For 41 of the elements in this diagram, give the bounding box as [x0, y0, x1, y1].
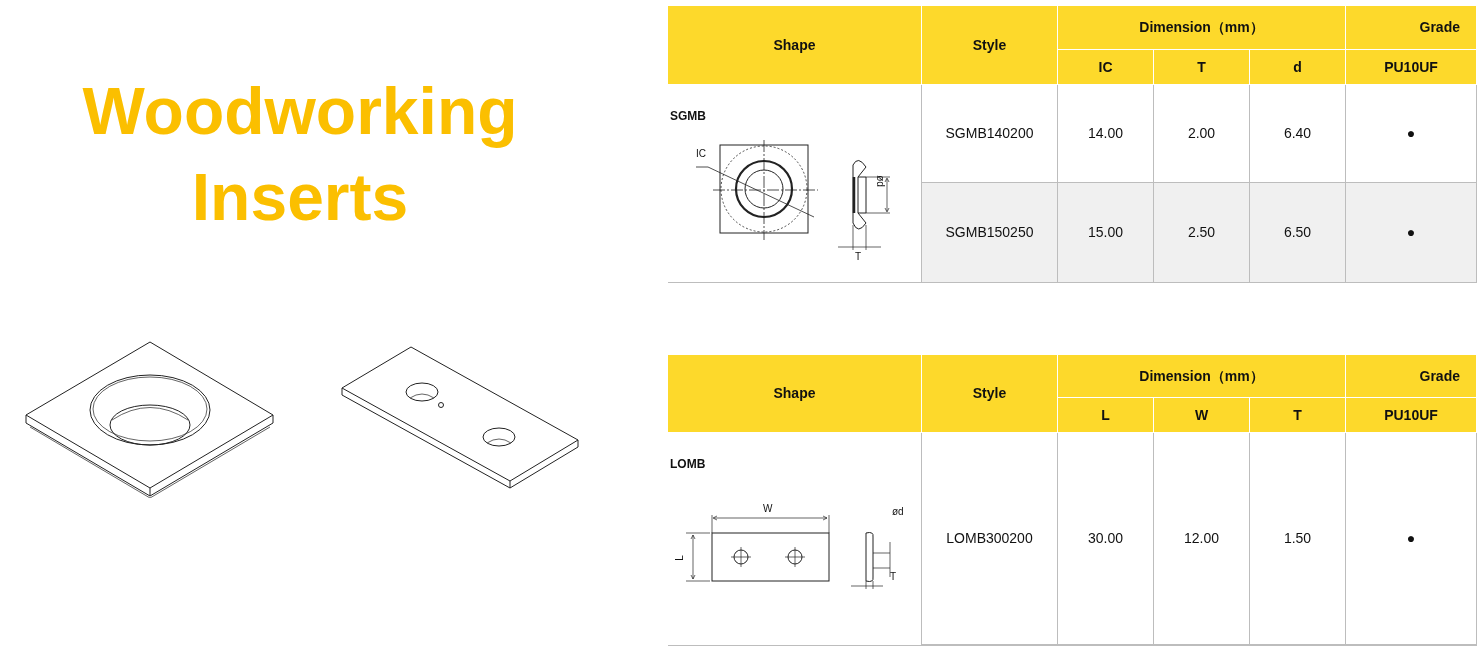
dimension-label: T	[890, 572, 897, 582]
table-cell: ●	[1346, 85, 1477, 183]
dimension-label: W	[763, 504, 773, 514]
header-cell: Style	[922, 355, 1058, 433]
table-cell: 12.00	[1154, 433, 1250, 645]
header-cell: Dimension（mm）	[1058, 355, 1346, 398]
table-cell: 30.00	[1058, 433, 1154, 645]
header-cell: Shape	[668, 6, 922, 85]
table-cell: 15.00	[1058, 183, 1154, 282]
header-cell: PU10UF	[1346, 398, 1477, 433]
header-cell: Grade	[1346, 6, 1477, 50]
title: Woodworking Inserts	[81, 73, 519, 236]
header-cell: Grade	[1346, 355, 1477, 398]
header-cell: W	[1154, 398, 1250, 433]
dimension-label: T	[855, 252, 862, 262]
dimension-label: ød	[874, 175, 885, 187]
table-cell: ●	[1346, 433, 1477, 645]
header-cell: T	[1154, 50, 1250, 85]
table-cell: 1.50	[1250, 433, 1346, 645]
header-cell: L	[1058, 398, 1154, 433]
header-cell: d	[1250, 50, 1346, 85]
table-cell: 14.00	[1058, 85, 1154, 183]
table-cell: SGMB140200	[922, 85, 1058, 183]
header-cell: PU10UF	[1346, 50, 1477, 85]
table-cell: LOMB300200	[922, 433, 1058, 645]
header-cell: Style	[922, 6, 1058, 85]
insert-code: SGMB	[670, 108, 706, 125]
insert-code: LOMB	[670, 456, 706, 473]
dimension-label: IC	[696, 149, 706, 159]
header-cell: T	[1250, 398, 1346, 433]
header-cell: Dimension（mm）	[1058, 6, 1346, 50]
dimension-label: L	[674, 555, 685, 561]
table-cell: 2.00	[1154, 85, 1250, 183]
header-cell: IC	[1058, 50, 1154, 85]
dimension-label: ød	[892, 507, 904, 517]
table-cell: 6.50	[1250, 183, 1346, 282]
table-cell: SGMB150250	[922, 183, 1058, 282]
table-cell: 6.40	[1250, 85, 1346, 183]
header-cell: Shape	[668, 355, 922, 433]
table-cell: ●	[1346, 183, 1477, 282]
table-cell: 2.50	[1154, 183, 1250, 282]
